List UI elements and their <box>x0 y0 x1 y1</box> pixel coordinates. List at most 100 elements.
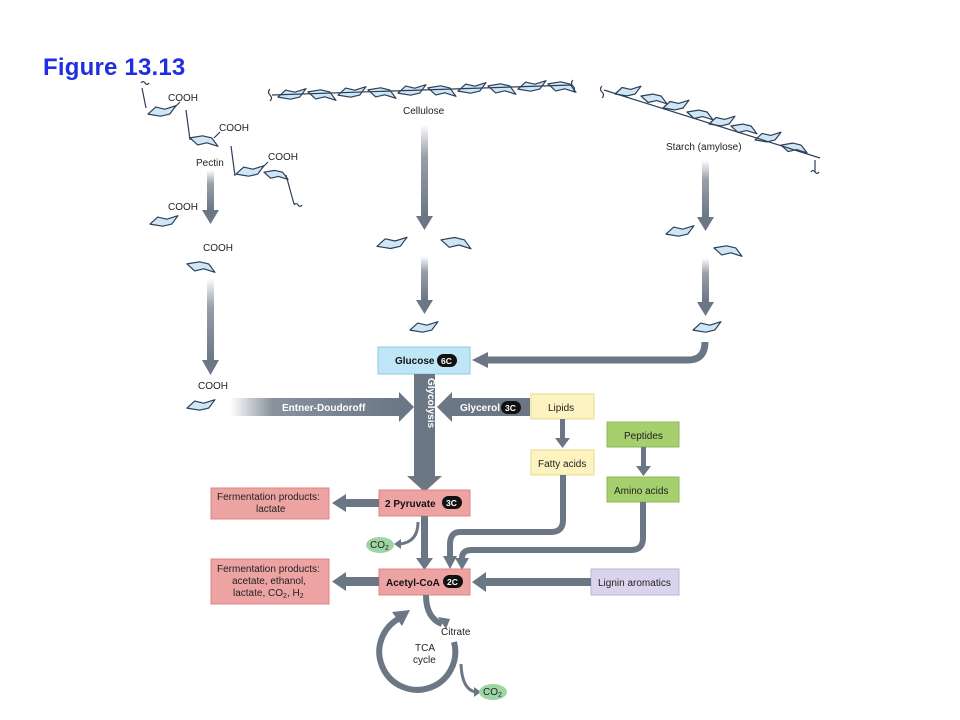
lipids-label: Lipids <box>548 403 574 414</box>
sugar-ring-icon <box>713 245 743 257</box>
lipids-box <box>530 393 595 420</box>
sugar-ring-icon <box>376 236 408 250</box>
sugar-ring-icon <box>662 99 690 111</box>
starch-to-glucose-arrow <box>486 341 709 364</box>
mono-cooh: COOH <box>198 381 228 392</box>
tca-label: TCA <box>415 643 435 654</box>
sugar-ring-icon <box>780 142 808 154</box>
tca-cycle-label: cycle <box>413 655 436 666</box>
pectin-label: Pectin <box>196 158 224 169</box>
fatty-acids-label: Fatty acids <box>538 459 586 470</box>
fatty-acids-to-acetyl-arrow <box>447 475 566 558</box>
starch-label: Starch (amylose) <box>666 142 742 153</box>
lipids-arrow <box>560 419 565 439</box>
tca-cycle-arrowhead <box>392 610 410 626</box>
sugar-ring-icon <box>235 165 265 177</box>
glycolysis-arrow <box>414 374 435 477</box>
sugar-ring-icon <box>189 135 219 147</box>
sugar-ring-icon <box>307 89 337 101</box>
glycerol-carbon-tag-text: 3C <box>505 403 516 413</box>
tca-cycle-arrow <box>376 615 459 693</box>
co2-label-2: CO2 <box>483 687 502 699</box>
lignin-aromatics-label: Lignin aromatics <box>598 578 671 589</box>
pyruvate-label: 2 Pyruvate <box>385 499 436 510</box>
amino-acids-arrowhead <box>455 558 469 570</box>
pyruvate-to-acetyl-arrow <box>421 516 428 560</box>
fermentation-lactate-line1: Fermentation products: <box>217 492 320 503</box>
pyruvate-co2-arrowhead <box>394 539 401 549</box>
pyruvate-carbon-tag <box>442 496 462 509</box>
fermentation-mixed-box <box>210 558 330 605</box>
sugar-ring-icon <box>614 85 642 97</box>
fermentation-mixed-line2: acetate, ethanol, <box>232 576 306 587</box>
degradation-arrows <box>202 124 714 375</box>
cellulose-chain <box>267 79 576 102</box>
co2-ellipse-2 <box>479 684 507 700</box>
pectin-cooh-2: COOH <box>219 123 249 134</box>
acetyl-coa-carbon-tag <box>443 575 463 588</box>
acetyl-to-citrate-arrowhead <box>438 617 450 629</box>
pectin-cooh-3: COOH <box>268 152 298 163</box>
sugar-ring-icon <box>427 85 457 97</box>
sugar-ring-icon <box>754 131 782 143</box>
fermentation-lactate-box <box>210 487 330 520</box>
starch-chain <box>599 85 821 175</box>
sugar-ring-icon <box>692 321 722 333</box>
fermentation-lactate-line2: lactate <box>256 504 286 515</box>
amino-acids-label: Amino acids <box>614 486 668 497</box>
glycerol-arrowhead <box>437 392 452 422</box>
citrate-label: Citrate <box>441 627 471 638</box>
fatty-acids-box <box>530 449 595 476</box>
fermentation-mixed-line3: lactate, CO2, H2 <box>233 588 304 600</box>
sugar-ring-icon <box>186 261 216 273</box>
oligo-cooh-2: COOH <box>203 243 233 254</box>
figure-title: Figure 13.13 <box>43 54 186 81</box>
acetyl-to-ferm-arrowhead <box>332 572 346 591</box>
sugar-ring-icon <box>665 225 695 237</box>
sugar-ring-icon <box>730 123 758 135</box>
pyruvate-co2-branch <box>399 521 420 546</box>
sugar-ring-icon <box>147 105 177 117</box>
acetyl-to-citrate-arrow <box>423 594 444 627</box>
entner-doudoroff-arrow <box>230 398 400 416</box>
amino-acids-box <box>606 476 680 503</box>
sugar-ring-icon <box>263 169 289 180</box>
pyruvate-to-ferm-arrowhead <box>332 494 346 512</box>
fatty-acids-arrowhead <box>443 556 457 569</box>
glucose-carbon-tag <box>437 354 457 367</box>
sugar-ring-icon <box>409 321 439 333</box>
oligo-cooh-1: COOH <box>168 202 198 213</box>
entner-doudoroff-label: Entner-Doudoroff <box>282 403 366 414</box>
fermentation-mixed-line1: Fermentation products: <box>217 564 320 575</box>
acetyl-coa-label: Acetyl-CoA <box>386 578 440 589</box>
pyruvate-to-ferm-arrow <box>345 499 379 507</box>
sugar-ring-icon <box>186 399 216 411</box>
sugar-ring-icon <box>367 87 397 99</box>
glycolysis-arrowhead <box>407 476 442 492</box>
sugar-ring-icon <box>708 115 736 127</box>
glycerol-carbon-tag <box>501 401 521 414</box>
pectin-chain <box>140 80 303 208</box>
sugar-ring-icon <box>487 83 517 95</box>
peptides-arrowhead <box>636 466 651 476</box>
co2-ellipse-1 <box>366 537 394 553</box>
lignin-to-acetyl-arrow <box>484 578 591 586</box>
starch-arrowhead <box>472 352 488 368</box>
tca-co2-branch <box>459 663 477 694</box>
lipids-arrowhead <box>555 438 570 448</box>
peptides-arrow <box>641 447 646 467</box>
acetyl-to-ferm-arrow <box>345 577 379 586</box>
tca-co2-arrowhead <box>474 687 481 697</box>
glycerol-label: Glycerol <box>460 403 500 414</box>
acetyl-coa-carbon-tag-text: 2C <box>447 577 458 587</box>
lignin-aromatics-box <box>590 568 680 596</box>
pectin-cooh-1: COOH <box>168 93 198 104</box>
pyruvate-to-acetyl-arrowhead <box>416 558 433 570</box>
lignin-arrowhead <box>472 572 486 592</box>
glucose-carbon-tag-text: 6C <box>441 356 452 366</box>
sugar-ring-icon <box>149 215 179 227</box>
sugar-ring-icon <box>440 236 472 250</box>
entner-doudoroff-arrowhead <box>399 392 414 422</box>
pyruvate-carbon-tag-text: 3C <box>446 498 457 508</box>
